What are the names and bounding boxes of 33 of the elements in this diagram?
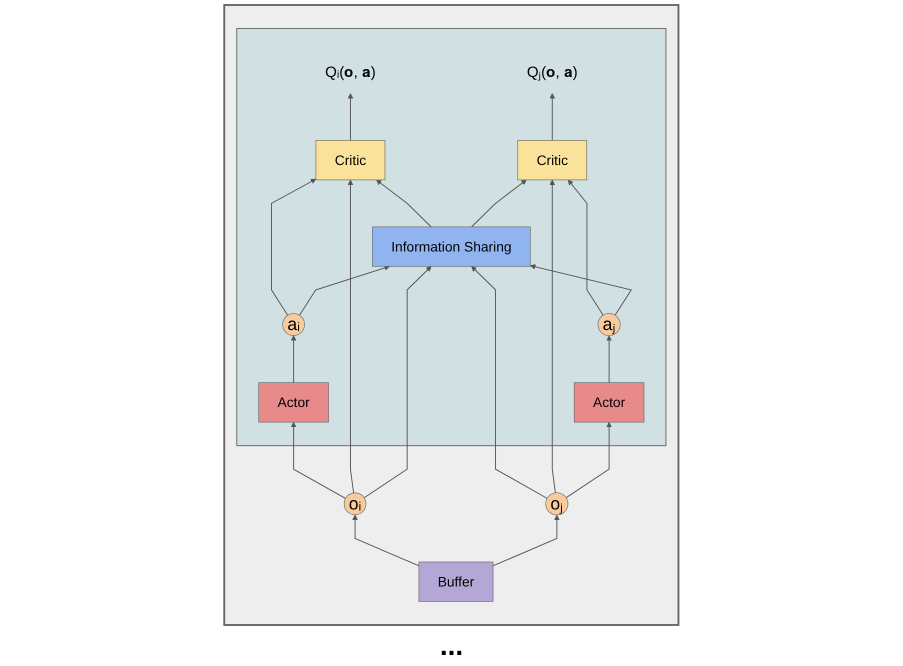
arrow [271, 178, 316, 316]
arrow [299, 265, 390, 316]
arrow [348, 180, 354, 494]
arrow [492, 514, 560, 566]
arrow [291, 335, 297, 384]
node-circle: aᵢ [282, 313, 306, 336]
cluster [223, 4, 680, 626]
node-box: Critic [316, 140, 386, 180]
arrow [566, 422, 612, 498]
node-box: Critic [518, 140, 588, 180]
arrow [530, 264, 632, 316]
arrow [376, 180, 432, 228]
arrow [471, 266, 548, 499]
arrow [352, 514, 420, 566]
node-text: Qᵢ(𝐨, 𝐚) [325, 64, 376, 81]
node-circle: oⱼ [546, 492, 568, 516]
node-box: Buffer [418, 562, 494, 602]
ellipsis-label: ... [440, 630, 464, 661]
arrow [550, 180, 556, 494]
node-box: Actor [574, 382, 644, 422]
cluster [236, 28, 667, 446]
arrow [348, 93, 354, 141]
arrow [471, 180, 527, 228]
arrow [291, 422, 346, 499]
node-circle: oᵢ [344, 492, 366, 516]
node-box: Actor [258, 382, 329, 422]
node-text: Qⱼ(𝐨, 𝐚) [527, 64, 578, 81]
arrow [568, 180, 604, 316]
node-box: Information Sharing [372, 226, 531, 267]
node-circle: aⱼ [598, 313, 621, 336]
arrow [364, 266, 432, 498]
arrow [606, 335, 612, 384]
arrow [550, 93, 556, 141]
